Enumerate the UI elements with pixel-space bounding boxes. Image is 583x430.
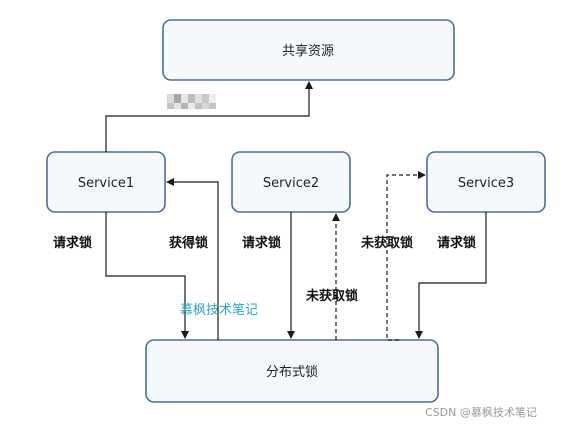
service2-request-label: 请求锁 bbox=[242, 235, 281, 251]
service2-not-acquired-label: 未获取锁 bbox=[305, 288, 358, 304]
service2-label: Service2 bbox=[263, 176, 319, 191]
shared-resource-box bbox=[162, 19, 455, 81]
service1-request-arrow bbox=[105, 212, 189, 339]
distributed-lock-label: 分布式锁 bbox=[266, 364, 318, 380]
service3-request-label: 请求锁 bbox=[437, 235, 476, 251]
service1-acquired-label: 获得锁 bbox=[169, 235, 208, 251]
footer-credit: CSDN @慕枫技术笔记 bbox=[425, 405, 537, 419]
service1-label: Service1 bbox=[78, 176, 134, 191]
service1-to-shared-arrow bbox=[105, 81, 313, 152]
blurred-region bbox=[167, 94, 216, 109]
service3-label: Service3 bbox=[458, 176, 514, 191]
service3-not-acquired-arrow bbox=[386, 171, 426, 341]
service1-request-label: 请求锁 bbox=[53, 235, 92, 251]
distributed-lock-box bbox=[145, 339, 439, 403]
watermark-text: 慕枫技术笔记 bbox=[180, 302, 258, 318]
service1-acquired-arrow bbox=[166, 178, 219, 340]
shared-resource-label: 共享资源 bbox=[282, 43, 334, 59]
service3-not-acquired-label: 未获取锁 bbox=[360, 235, 413, 251]
service3-request-arrow bbox=[415, 212, 487, 339]
